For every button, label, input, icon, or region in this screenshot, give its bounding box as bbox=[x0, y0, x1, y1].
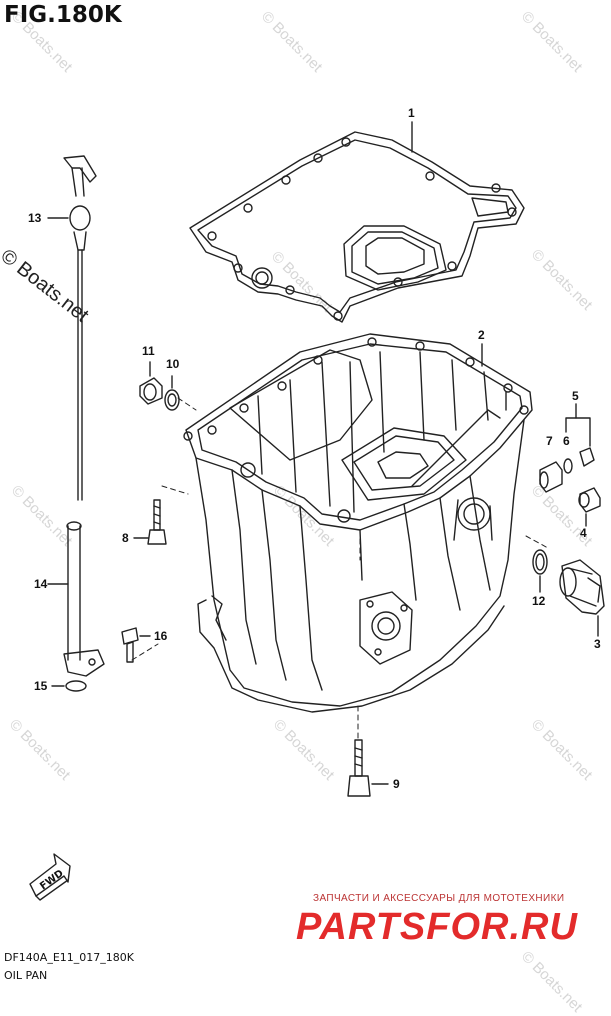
figure-title: FIG.180K bbox=[4, 2, 122, 28]
plug-part-11[interactable] bbox=[139, 377, 163, 405]
projection-lines bbox=[131, 397, 549, 741]
callout-11[interactable]: 11 bbox=[142, 344, 155, 358]
screw-part-5[interactable] bbox=[579, 447, 595, 467]
callout-8[interactable]: 8 bbox=[122, 531, 129, 545]
diagram-name: OIL PAN bbox=[4, 969, 48, 982]
bolt-part-16[interactable] bbox=[121, 627, 139, 663]
sleeve-part-7[interactable] bbox=[539, 461, 563, 493]
drain-plug-part-3[interactable] bbox=[559, 559, 605, 615]
o-ring-part-12[interactable] bbox=[532, 549, 548, 575]
callout-16[interactable]: 16 bbox=[154, 629, 168, 643]
guide-tube-part-14[interactable] bbox=[63, 521, 105, 677]
callout-4[interactable]: 4 bbox=[580, 526, 587, 540]
callout-7[interactable]: 7 bbox=[546, 434, 553, 448]
callout-5[interactable]: 5 bbox=[572, 389, 579, 403]
oil-pan-exploded-diagram: FWD bbox=[29, 121, 605, 901]
callout-3[interactable]: 3 bbox=[594, 637, 601, 651]
callout-1[interactable]: 1 bbox=[408, 106, 415, 120]
o-ring-part-15[interactable] bbox=[65, 680, 87, 692]
o-ring-part-6[interactable] bbox=[563, 458, 573, 474]
callout-6[interactable]: 6 bbox=[563, 434, 570, 448]
callout-15[interactable]: 15 bbox=[34, 679, 48, 693]
gasket-part-1[interactable] bbox=[189, 131, 525, 323]
callout-12[interactable]: 12 bbox=[532, 594, 546, 608]
bolt-part-9[interactable] bbox=[347, 739, 371, 797]
callout-2[interactable]: 2 bbox=[478, 328, 485, 342]
oil-pan-part-2[interactable] bbox=[183, 333, 533, 713]
fwd-arrow-icon bbox=[29, 853, 71, 901]
shop-logo[interactable]: PARTSFOR.RU bbox=[296, 906, 578, 948]
diagram-code: DF140A_E11_017_180K bbox=[4, 951, 134, 964]
callout-13[interactable]: 13 bbox=[28, 211, 42, 225]
callout-9[interactable]: 9 bbox=[393, 777, 400, 791]
group-bracket bbox=[565, 417, 591, 447]
callout-14[interactable]: 14 bbox=[34, 577, 48, 591]
callout-10[interactable]: 10 bbox=[166, 357, 180, 371]
shop-tagline: ЗАПЧАСТИ И АКСЕССУАРЫ ДЛЯ МОТОТЕХНИКИ bbox=[313, 893, 565, 904]
dipstick-part-13[interactable] bbox=[63, 155, 97, 501]
bolt-part-8[interactable] bbox=[147, 499, 167, 545]
washer-part-10[interactable] bbox=[164, 389, 180, 411]
plug-part-4[interactable] bbox=[578, 487, 601, 513]
